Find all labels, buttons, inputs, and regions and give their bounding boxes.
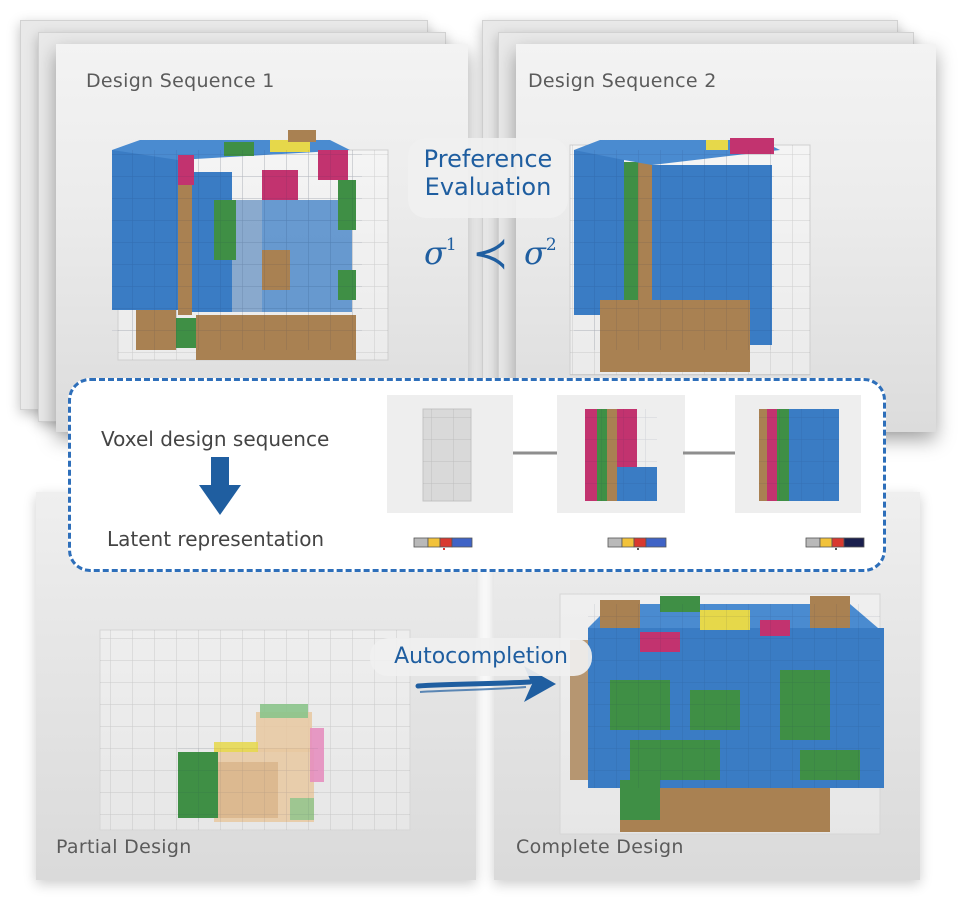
sequence-thumbnail-2	[557, 395, 685, 513]
autocompletion-pill: Autocompletion	[370, 638, 592, 676]
latent-representation-box: Voxel design sequence Latent representat…	[68, 378, 886, 572]
arrow-down-icon	[199, 457, 241, 515]
voxel-design-sequence-label: Voxel design sequence	[101, 427, 330, 451]
complete-design-label: Complete Design	[516, 836, 684, 858]
latent-code-bar-1	[413, 537, 473, 550]
design-sequence-2-label: Design Sequence 2	[528, 70, 717, 92]
preference-label: Preference	[423, 145, 553, 173]
sequence-1-voxel-model	[112, 130, 389, 361]
sigma-2-superscript: 2	[545, 235, 557, 256]
design-sequence-1-label: Design Sequence 1	[86, 70, 275, 92]
preference-evaluation-pill: Preference Evaluation	[408, 138, 568, 218]
partial-design-label: Partial Design	[56, 836, 192, 858]
sequence-thumbnail-3	[735, 395, 861, 513]
latent-code-bar-2	[607, 537, 667, 550]
complete-design-voxel-model	[559, 593, 884, 835]
sigma-1-symbol: σ	[424, 234, 446, 272]
sigma-2-symbol: σ	[524, 234, 546, 272]
sequence-2-voxel-model	[569, 138, 811, 376]
latent-code-bar-3	[805, 537, 865, 550]
sigma-2-label: σ2	[524, 234, 557, 272]
sigma-1-superscript: 1	[445, 235, 457, 256]
sequence-thumbnail-1	[387, 395, 513, 513]
precedes-symbol: ≺	[472, 228, 509, 279]
latent-representation-label: Latent representation	[107, 527, 325, 551]
partial-design-voxel-model	[99, 629, 411, 831]
sigma-1-label: σ1	[424, 234, 457, 272]
evaluation-label: Evaluation	[424, 173, 552, 201]
